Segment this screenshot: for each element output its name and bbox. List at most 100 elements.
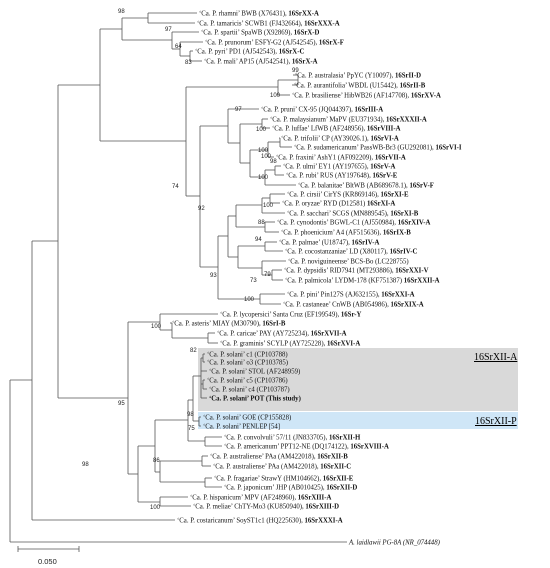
taxon-group: 16SrXXI-V	[395, 267, 428, 274]
taxon-name: ‘Ca. P. fragariae’ StrawY (HM104662),	[214, 475, 323, 482]
bootstrap-b100c: 100	[258, 148, 269, 154]
group-label-xii-a: 16SrXII-A	[474, 352, 518, 363]
taxon-name: ‘Ca. P. fraxini’ AshY1 (AF092209),	[276, 154, 375, 161]
bootstrap-b94: 94	[255, 237, 262, 243]
taxon-label-convolvuli: ‘Ca. P. convolvuli’ 57/11 (JN833705), 16…	[224, 434, 361, 441]
taxon-group: 16SrIV-C	[390, 248, 418, 255]
bootstrap-b95: 95	[118, 401, 125, 407]
taxon-label-japonicum: ‘Ca. P. japonicum’ JHP (AB010425), 16SrX…	[224, 484, 357, 491]
taxon-name: ‘Ca. P. sudamericanum’ PassWB-Br3 (GU292…	[294, 144, 435, 151]
taxon-name: ‘Ca. P. solani’ GOE (CP155828)	[203, 414, 291, 421]
taxon-name: ‘Ca. P. pruni’ CX-95 (JQ044397),	[261, 106, 355, 113]
taxon-group: 16SrX-A	[292, 58, 318, 65]
taxon-group: 16SrVIII-A	[367, 125, 401, 132]
taxon-label-costaricanum: ‘Ca. P. costaricanum’ SoyST1c1 (HQ225630…	[177, 517, 343, 524]
taxon-label-australasia: ‘Ca. P. australasia’ PpYC (Y10097), 16Sr…	[295, 72, 421, 79]
taxon-name: ‘Ca. P. caricae’ PAY (AY725234),	[217, 330, 311, 337]
taxon-group: 16SrXI-E	[381, 191, 409, 198]
taxon-name: ‘Ca. P. pyri’ PD1 (AJ542543),	[195, 48, 279, 55]
taxon-label-phoenicium: ‘Ca. P. phoenicium’ A4 (AF515636), 16SrI…	[281, 229, 411, 236]
taxon-group: 16SrXII-E	[323, 475, 354, 482]
taxon-label-solani_pot: ‘Ca. P. solani’ POT (This study)	[209, 395, 301, 402]
taxon-name: ‘Ca. P. luffae’ LfWB (AF248956),	[272, 125, 367, 132]
taxon-group: 16SrXXXI-A	[304, 517, 342, 524]
bootstrap-b92: 92	[198, 206, 205, 212]
taxon-name: ‘Ca. P. prunorum’ ESFY-G2 (AJ542545),	[205, 39, 319, 46]
taxon-label-lycopersici: ‘Ca. P. lycopersici’ Santa Cruz (EF19954…	[220, 311, 361, 318]
taxon-group: 16SrVI-I	[435, 144, 461, 151]
taxon-label-hispanicum: ‘Ca. P. hispanicum’ MPV (AF248960), 16Sr…	[190, 494, 331, 501]
taxon-name: ‘Ca. P. palmicola’ LYDM-178 (KF751387)	[285, 277, 404, 284]
taxon-group: 16SrXXII-A	[404, 277, 440, 284]
taxon-name: ‘Ca. P. solani’ PENLEP [54]	[203, 423, 280, 430]
taxon-name: ‘Ca. P. phoenicium’ A4 (AF515636),	[281, 229, 383, 236]
bootstrap-b79: 79	[264, 272, 271, 278]
group-label-xii-p: 16SrXII-P	[475, 416, 517, 427]
taxon-label-spartii: ‘Ca. P. spartii’ SpaWB (X92869), 16SrX-D	[201, 29, 320, 36]
bootstrap-b98a: 98	[118, 9, 125, 15]
taxon-group: 16SrV-F	[409, 182, 433, 189]
taxon-name: ‘Ca. P. solani’ POT (This study)	[209, 395, 301, 402]
clade-highlight-xii-a	[198, 348, 518, 411]
taxon-name: ‘Ca. P. tamaricis’ SCWB1 (FJ432664),	[197, 20, 304, 27]
taxon-label-pyri: ‘Ca. P. pyri’ PD1 (AJ542543), 16SrX-C	[195, 48, 304, 55]
taxon-label-sudamericanum: ‘Ca. P. sudamericanum’ PassWB-Br3 (GU292…	[294, 144, 462, 151]
taxon-label-mali: ‘Ca. P. mali’ AP15 (AJ542541), 16SrX-A	[204, 58, 318, 65]
bootstrap-b88: 88	[258, 220, 265, 226]
bootstrap-b74: 74	[172, 184, 179, 190]
taxon-label-solani_o3: ‘Ca. P. solani’ o3 (CP103785)	[207, 359, 288, 366]
taxon-label-australiense2: ‘Ca. P. australiense’ PAa (AM422018), 16…	[213, 463, 351, 470]
taxon-group: 16SrXII-C	[320, 463, 351, 470]
taxon-name: ‘Ca. P. sacchari’ SCGS (MN889545),	[287, 210, 390, 217]
taxon-name: ‘Ca. P. trifolii’ CP (AY39026.1),	[281, 135, 370, 142]
taxon-name: ‘Ca. P. asteris’ MIAY (M30790),	[172, 320, 262, 327]
scale-bar-label: 0.050	[38, 557, 57, 566]
taxon-label-luffae: ‘Ca. P. luffae’ LfWB (AF248956), 16SrVII…	[272, 125, 401, 132]
taxon-group: 16SrV-A	[370, 163, 395, 170]
taxon-name: A. laidlawii PG-8A (NR_074448)	[348, 539, 441, 546]
taxon-label-sacchari: ‘Ca. P. sacchari’ SCGS (MN889545), 16SrX…	[287, 210, 419, 217]
taxon-label-rhamni: ‘Ca. P. rhamni’ BWB (X76431), 16SrXX-A	[199, 10, 319, 17]
bootstrap-b64: 64	[175, 44, 182, 50]
bootstrap-b98d: 98	[82, 462, 89, 468]
bootstrap-b100d: 100	[261, 154, 272, 160]
taxon-name: ‘Ca. P. cirsii’ CirYS (KR869146),	[287, 191, 381, 198]
taxon-label-palmae: ‘Ca. P. palmae’ (U18747), 16SrIV-A	[279, 239, 379, 246]
bootstrap-b100a: 100	[270, 93, 281, 99]
taxon-label-solani_c5: ‘Ca. P. solani’ c5 (CP103786)	[207, 377, 288, 384]
clade-highlight-xii-p	[198, 412, 518, 429]
taxon-name: ‘Ca. P. japonicum’ JHP (AB010425),	[224, 484, 326, 491]
bootstrap-b100e: 100	[258, 175, 269, 181]
bootstrap-b98b: 98	[270, 159, 277, 165]
taxon-label-solani_c4: ‘Ca. P. solani’ c4 (CP103787)	[209, 386, 290, 393]
taxon-label-cynodontis: ‘Ca. P. cynodontis’ BGWL-C1 (AJ550984), …	[277, 219, 431, 226]
taxon-group: 16SrXVI-A	[327, 340, 360, 347]
taxon-label-asteris: ‘Ca. P. asteris’ MIAY (M30790), 16SrI-B	[172, 320, 286, 327]
bootstrap-b93: 93	[210, 273, 217, 279]
taxon-label-trifolii: ‘Ca. P. trifolii’ CP (AY39026.1), 16SrVI…	[281, 135, 399, 142]
taxon-name: ‘Ca. P. oryzae’ RYD (D12581)	[282, 200, 367, 207]
taxon-label-cocostanzaniae: ‘Ca. P. cocostanzaniae’ LD (X80117), 16S…	[285, 248, 417, 255]
taxon-label-brasiliense: ‘Ca. P. brasiliense’ HibWB26 (AF147708),…	[292, 92, 441, 99]
taxon-label-palmicola: ‘Ca. P. palmicola’ LYDM-178 (KF751387) 1…	[285, 277, 440, 284]
taxon-label-solani_stol: ‘Ca. P. solani’ STOL (AF248959)	[209, 368, 300, 375]
taxon-group: 16SrI-B	[262, 320, 286, 327]
taxon-label-prunorum: ‘Ca. P. prunorum’ ESFY-G2 (AJ542545), 16…	[205, 39, 344, 46]
taxon-label-fraxini: ‘Ca. P. fraxini’ AshY1 (AF092209), 16SrV…	[276, 154, 406, 161]
taxon-name: ‘Ca. P. australiense’ PAa (AM422018),	[213, 463, 320, 470]
taxon-name: ‘Ca. P. rhamni’ BWB (X76431),	[199, 10, 288, 17]
taxon-label-tamaricis: ‘Ca. P. tamaricis’ SCWB1 (FJ432664), 16S…	[197, 20, 340, 27]
taxon-name: ‘Ca. P. dypsidis’ RID7941 (MT293886),	[284, 267, 395, 274]
taxon-name: ‘Ca. P. malaysianum’ MaPV (EU371934),	[270, 116, 386, 123]
taxon-group: 16SrXIV-A	[398, 219, 431, 226]
bootstrap-b100i: 100	[150, 505, 161, 511]
taxon-name: ‘Ca. P. pini’ Pin127S (AJ632155),	[287, 291, 381, 298]
taxon-label-pruni: ‘Ca. P. pruni’ CX-95 (JQ044397), 16SrIII…	[261, 106, 383, 113]
taxon-label-americanum: ‘Ca. P. americanum’ PPT12-NE (DQ174122),…	[224, 443, 389, 450]
taxon-name: ‘Ca. P. ulmi’ EY1 (AY197655),	[283, 163, 370, 170]
taxon-name: ‘Ca. P. solani’ o3 (CP103785)	[207, 359, 288, 366]
taxon-group: 16SrXI-B	[390, 210, 418, 217]
taxon-group: 16SrIX-B	[383, 229, 411, 236]
